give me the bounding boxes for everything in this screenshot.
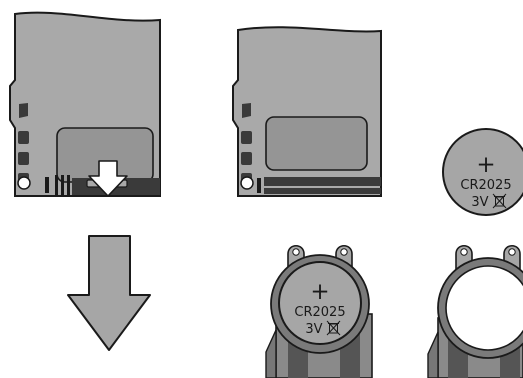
card-left: [9, 11, 161, 197]
battery-installed-polarity: +: [310, 279, 329, 305]
holder-with-battery: + CR2025 3V: [265, 244, 373, 378]
card-left-pin: [61, 175, 64, 195]
battery-loose: + CR2025 3V: [442, 128, 523, 216]
holder-empty-leg: [427, 331, 439, 378]
holder-leg: [265, 329, 277, 378]
battery-loose-polarity: +: [476, 152, 495, 178]
battery-loose-disc: [442, 128, 523, 216]
card-left-contact: [19, 103, 28, 118]
insert-arrow-icon: [88, 160, 128, 197]
card-right-hole: [240, 176, 254, 190]
battery-loose-voltage: 3V: [471, 195, 488, 210]
holder-empty-cavity: [445, 265, 523, 351]
card-right-slot: [264, 177, 381, 186]
battery-loose-model: CR2025: [460, 178, 511, 193]
crossed-bin-icon: [326, 320, 341, 336]
card-left-contact: [18, 152, 29, 165]
holder-empty-ear-hole: [508, 248, 516, 256]
holder-empty: [427, 244, 523, 378]
card-right-pin: [257, 178, 261, 193]
holder-empty-ear-hole: [460, 248, 468, 256]
card-right: [232, 26, 382, 197]
battery-installed-model: CR2025: [294, 305, 345, 320]
card-right-window: [265, 116, 368, 171]
card-left-pin: [55, 175, 58, 195]
card-left-hole: [17, 176, 31, 190]
battery-installed-voltage: 3V: [305, 322, 322, 337]
card-left-pin: [45, 177, 49, 193]
card-right-contact: [241, 131, 252, 144]
card-left-contact: [18, 131, 29, 144]
holder-ear-hole: [340, 248, 348, 256]
arrow-down-icon: [67, 235, 151, 351]
card-right-slot: [264, 188, 381, 194]
card-right-contact: [241, 152, 252, 165]
holder-ear-hole: [292, 248, 300, 256]
battery-installed-disc: [278, 261, 362, 345]
card-right-contact: [242, 103, 251, 118]
crossed-bin-icon: [492, 193, 507, 209]
card-left-pin: [67, 175, 70, 195]
